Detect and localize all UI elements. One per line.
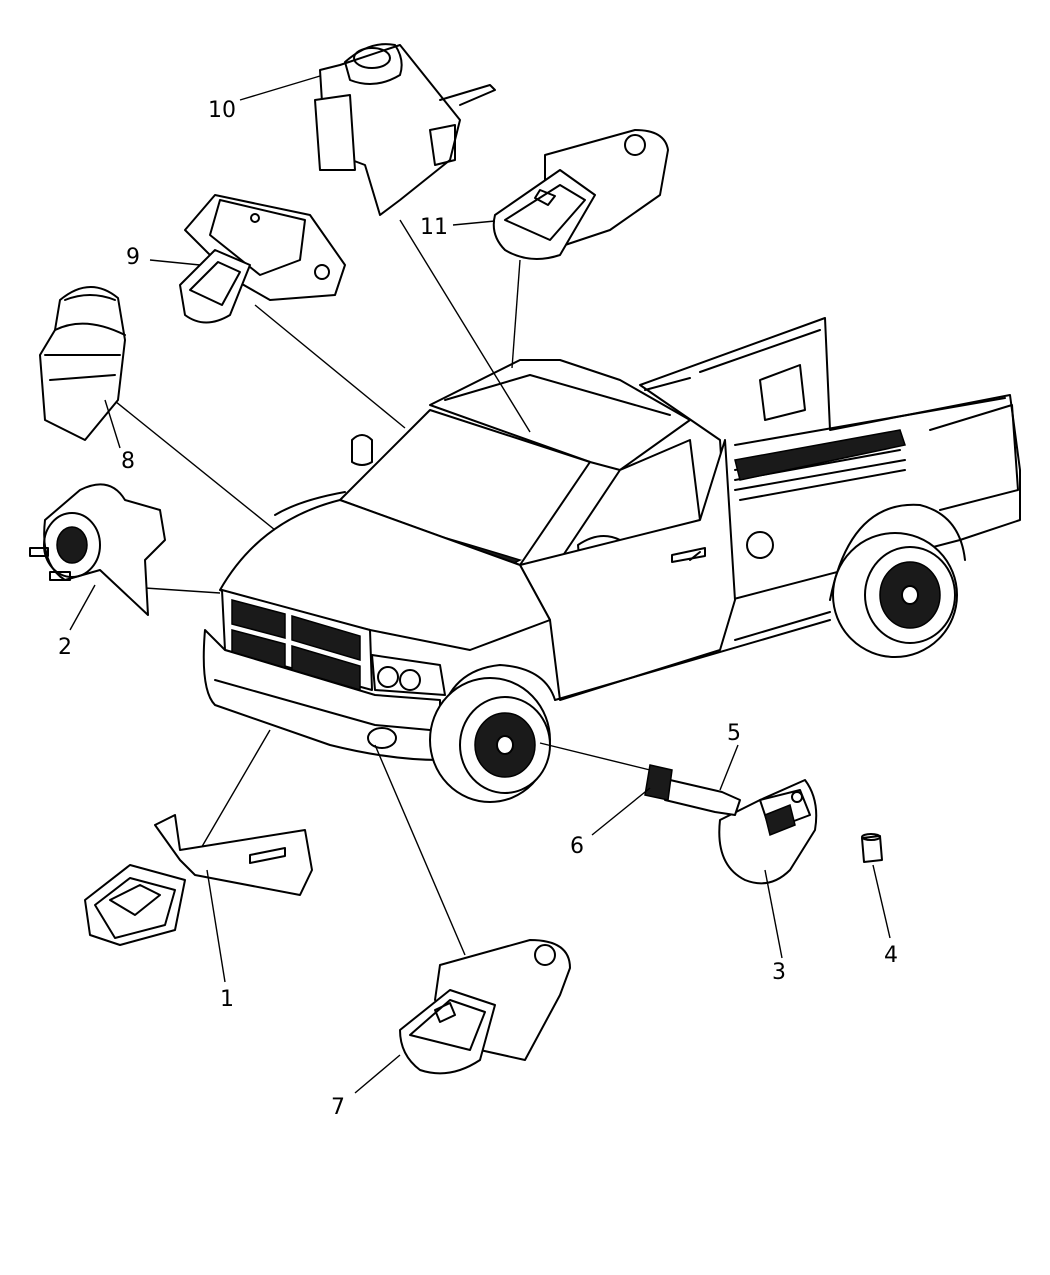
part-2-lamp-socket <box>29 483 166 616</box>
pickup-truck-illustration <box>202 317 1021 803</box>
part-6-valve-cap <box>644 764 673 801</box>
callout-5: 5 <box>727 721 741 746</box>
part-1-sensor-bracket <box>84 814 313 946</box>
callout-2: 2 <box>58 635 72 660</box>
callout-6: 6 <box>570 834 584 859</box>
callout-labels: 10 11 9 8 2 1 3 4 5 6 7 <box>58 98 898 1120</box>
callout-1: 1 <box>220 987 234 1012</box>
connection-lines <box>94 219 651 956</box>
callout-10: 10 <box>208 98 236 123</box>
part-4-cap <box>861 833 883 863</box>
callout-11: 11 <box>420 215 448 240</box>
callout-leaders <box>69 75 891 1094</box>
part-9-module <box>179 194 346 324</box>
part-11-impact-sensor <box>492 129 669 260</box>
part-3-tpms-sensor <box>718 779 818 885</box>
part-7-impact-sensor <box>399 939 571 1075</box>
callout-7: 7 <box>331 1095 345 1120</box>
callout-9: 9 <box>126 245 140 270</box>
part-8-socket <box>39 286 126 441</box>
callout-3: 3 <box>772 960 786 985</box>
part-10-sensor <box>314 43 496 216</box>
callout-4: 4 <box>884 943 898 968</box>
part-5-valve-stem <box>664 779 741 816</box>
callout-8: 8 <box>121 449 135 474</box>
